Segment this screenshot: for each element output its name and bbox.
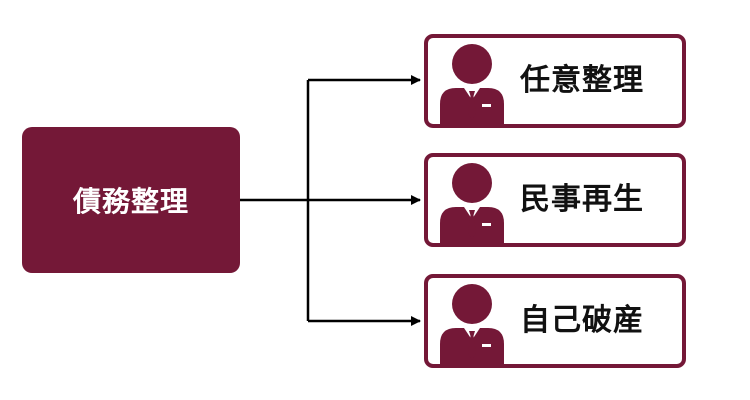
- root-node: 債務整理: [22, 127, 240, 273]
- child-node-label: 任意整理: [520, 63, 644, 98]
- business-person-icon: [440, 44, 504, 124]
- business-person-icon: [440, 284, 504, 364]
- business-person-icon: [440, 163, 504, 243]
- child-node-3: 自己破産: [424, 274, 686, 368]
- child-node-1: 任意整理: [424, 34, 686, 128]
- child-node-2: 民事再生: [424, 153, 686, 247]
- child-node-label: 自己破産: [520, 303, 644, 338]
- child-node-label: 民事再生: [520, 182, 644, 217]
- root-node-label: 債務整理: [72, 185, 189, 218]
